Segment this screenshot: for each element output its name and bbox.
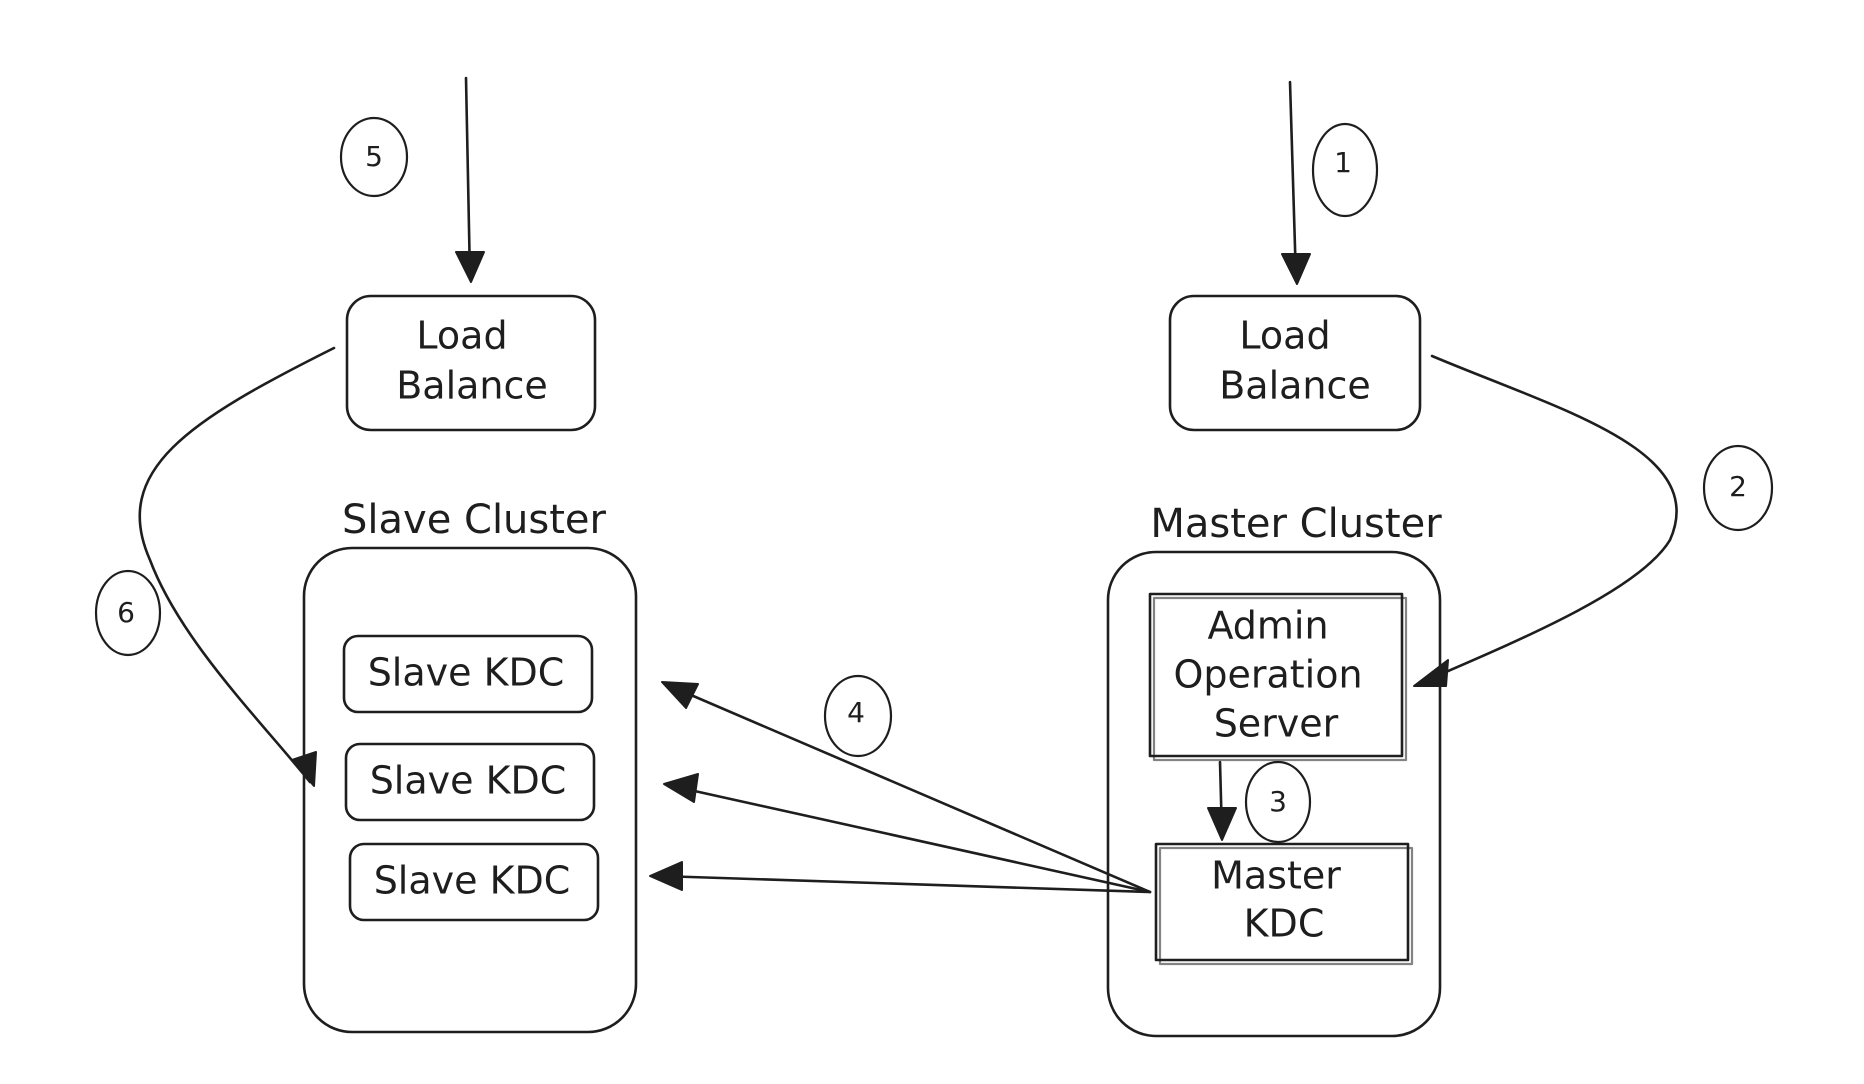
incoming-arrow-1 bbox=[1281, 80, 1311, 285]
step-marker-1: 1 bbox=[1311, 122, 1379, 218]
step-number-6: 6 bbox=[117, 596, 135, 629]
step-marker-5: 5 bbox=[339, 116, 409, 198]
slave-kdc-3-label: Slave KDC bbox=[374, 859, 571, 903]
replication-arrow-to-slave-kdc-2 bbox=[663, 773, 1152, 894]
master-kdc-label-line2: KDC bbox=[1244, 902, 1325, 946]
admin-label-line1: Admin bbox=[1207, 604, 1328, 648]
slave-lb-label-line1: Load bbox=[416, 314, 507, 358]
step-marker-4: 4 bbox=[823, 674, 893, 758]
incoming-arrow-5 bbox=[455, 76, 485, 283]
step-number-4: 4 bbox=[847, 696, 865, 729]
step-marker-3: 3 bbox=[1244, 760, 1312, 844]
slave-lb-label-line2: Balance bbox=[396, 364, 548, 408]
slave-load-balancer[interactable]: Load Balance bbox=[345, 294, 597, 432]
lb-to-admin-arrow-2 bbox=[1413, 354, 1678, 687]
master-lb-label-line2: Balance bbox=[1219, 364, 1371, 408]
admin-operation-server[interactable]: Admin Operation Server bbox=[1148, 592, 1408, 762]
step-number-5: 5 bbox=[365, 140, 383, 173]
step-number-3: 3 bbox=[1269, 785, 1287, 818]
master-cluster[interactable] bbox=[1106, 550, 1442, 1038]
master-kdc-label-line1: Master bbox=[1211, 854, 1341, 898]
slave-kdc-1[interactable]: Slave KDC bbox=[342, 634, 594, 714]
slave-cluster-title: Slave Cluster bbox=[342, 497, 607, 543]
step-number-1: 1 bbox=[1334, 146, 1352, 179]
master-kdc[interactable]: Master KDC bbox=[1154, 842, 1414, 966]
admin-to-master-kdc-arrow-3 bbox=[1207, 760, 1237, 841]
replication-arrow-to-slave-kdc-1 bbox=[661, 681, 1152, 894]
admin-label-line2: Operation bbox=[1173, 653, 1362, 697]
slave-kdc-3[interactable]: Slave KDC bbox=[348, 842, 600, 922]
admin-label-line3: Server bbox=[1214, 702, 1339, 746]
step-marker-6: 6 bbox=[94, 569, 162, 657]
slave-kdc-2[interactable]: Slave KDC bbox=[344, 742, 596, 822]
slave-kdc-1-label: Slave KDC bbox=[368, 651, 565, 695]
step-marker-2: 2 bbox=[1702, 444, 1774, 532]
slave-cluster[interactable] bbox=[302, 546, 638, 1034]
master-cluster-title: Master Cluster bbox=[1150, 501, 1442, 547]
replication-arrow-to-slave-kdc-3 bbox=[649, 861, 1152, 894]
master-load-balancer[interactable]: Load Balance bbox=[1168, 294, 1422, 432]
master-lb-label-line1: Load bbox=[1239, 314, 1330, 358]
slave-kdc-2-label: Slave KDC bbox=[370, 759, 567, 803]
step-number-2: 2 bbox=[1729, 470, 1747, 503]
